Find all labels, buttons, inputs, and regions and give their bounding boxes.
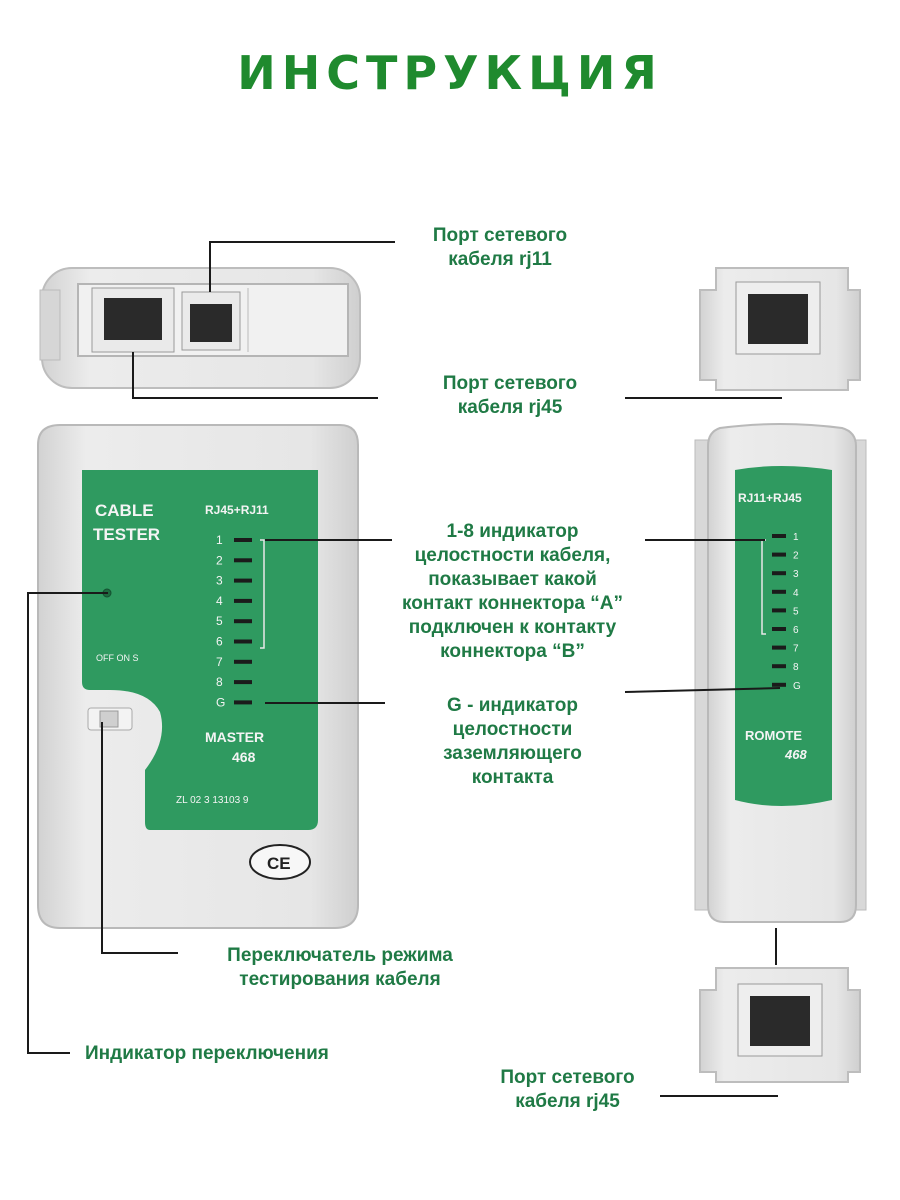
master-led bbox=[234, 598, 252, 603]
master-led-label: 5 bbox=[216, 614, 223, 628]
remote-led-label: 2 bbox=[793, 551, 799, 562]
master-led-label: 2 bbox=[216, 553, 223, 567]
leader-mode-switch bbox=[101, 722, 178, 954]
master-led-column: 1 2 3 4 5 6 7 8G bbox=[216, 533, 252, 709]
remote-led bbox=[772, 589, 786, 594]
label-rj45-line1: Порт сетевого bbox=[442, 373, 578, 394]
remote-led-label: 5 bbox=[793, 606, 799, 617]
master-led bbox=[234, 700, 252, 705]
remote-led-label: 8 bbox=[793, 662, 799, 673]
remote-led bbox=[772, 552, 786, 557]
remote-model-line1: ROMOTE bbox=[745, 728, 802, 743]
remote-led bbox=[772, 534, 786, 538]
label-indicator-g-line2: целостности bbox=[452, 719, 573, 740]
master-switch-label: OFF ON S bbox=[96, 653, 139, 663]
label-remote-rj45-line2: кабеля rj45 bbox=[515, 1091, 620, 1112]
label-rj11-port: Порт сетевого кабеля rj11 bbox=[400, 224, 600, 272]
master-led bbox=[234, 680, 252, 685]
remote-led-label: 6 bbox=[793, 625, 799, 636]
remote-device bbox=[694, 423, 867, 923]
label-indicator-1-8-line5: подключен к контакту bbox=[408, 617, 617, 638]
remote-led bbox=[772, 627, 786, 631]
leader-rj45 bbox=[132, 352, 378, 399]
label-indicator-1-8: 1-8 индикатор целостности кабеля, показы… bbox=[370, 520, 655, 664]
remote-led bbox=[772, 682, 786, 687]
master-led bbox=[234, 659, 252, 664]
label-switch-indicator: Индикатор переключения bbox=[85, 1042, 405, 1066]
label-remote-rj45-line1: Порт сетевого bbox=[500, 1067, 635, 1088]
master-led-label: 8 bbox=[216, 675, 223, 689]
master-led-label: 6 bbox=[216, 635, 223, 649]
remote-led-column: 1 2 3 4 5 6 7 8G bbox=[772, 532, 801, 692]
label-indicator-1-8-line2: целостности кабеля, bbox=[414, 545, 611, 566]
remote-model-line2: 468 bbox=[784, 747, 807, 762]
remote-top-view bbox=[699, 267, 861, 391]
remote-led-label: 3 bbox=[793, 569, 799, 580]
master-led bbox=[234, 619, 252, 624]
remote-led bbox=[772, 645, 786, 650]
leader-remote-led-g bbox=[624, 687, 781, 693]
remote-led-label: 4 bbox=[793, 588, 799, 599]
remote-led-label: G bbox=[793, 681, 801, 692]
remote-green-panel bbox=[735, 466, 832, 806]
master-device bbox=[37, 424, 359, 929]
label-rj45-port: Порт сетевого кабеля rj45 bbox=[410, 372, 610, 420]
master-led-label: 3 bbox=[216, 574, 223, 588]
master-brand-line2: TESTER bbox=[93, 525, 160, 544]
label-rj45-line2: кабеля rj45 bbox=[457, 397, 563, 418]
leader-lines bbox=[27, 241, 782, 1097]
master-led bbox=[234, 558, 252, 563]
ce-mark bbox=[249, 844, 311, 880]
label-indicator-1-8-line3: показывает какой bbox=[428, 569, 597, 590]
master-ports-label: RJ45+RJ11 bbox=[205, 503, 269, 517]
remote-led-label: 7 bbox=[793, 644, 799, 655]
remote-bottom-view bbox=[699, 967, 861, 1083]
master-led-label: 1 bbox=[216, 533, 223, 547]
label-rj11-line2: кабеля rj11 bbox=[448, 249, 552, 270]
label-indicator-g: G - индикатор целостности заземляющего к… bbox=[410, 694, 615, 790]
master-serial: ZL 02 3 13103 9 bbox=[176, 795, 249, 806]
label-remote-rj45-port: Порт сетевого кабеля rj45 bbox=[480, 1066, 655, 1114]
master-led bbox=[234, 578, 252, 583]
master-led-label: 7 bbox=[216, 655, 223, 669]
label-rj11-line1: Порт сетевого bbox=[432, 225, 568, 246]
remote-rj45-socket-top bbox=[748, 294, 808, 344]
master-top-view bbox=[39, 267, 361, 389]
label-indicator-1-8-line6: коннектора “B” bbox=[440, 641, 585, 662]
remote-ports-label: RJ11+RJ45 bbox=[738, 491, 802, 505]
master-green-panel bbox=[82, 470, 318, 830]
label-indicator-1-8-line1: 1-8 индикатор bbox=[446, 521, 579, 542]
label-switch-indicator-text: Индикатор переключения bbox=[85, 1043, 329, 1064]
remote-led-label: 1 bbox=[793, 532, 799, 543]
label-indicator-g-line4: контакта bbox=[471, 767, 554, 788]
label-indicator-g-line3: заземляющего bbox=[443, 743, 582, 764]
master-led bbox=[234, 538, 252, 542]
leader-switch-indicator bbox=[27, 592, 108, 1054]
master-brand-line1: CABLE bbox=[95, 501, 154, 520]
master-led-label: 4 bbox=[216, 594, 223, 608]
label-indicator-1-8-line4: контакт коннектора “A” bbox=[401, 593, 624, 614]
label-mode-switch-line2: тестирования кабеля bbox=[239, 969, 441, 990]
remote-led bbox=[772, 608, 786, 613]
label-mode-switch: Переключатель режима тестирования кабеля bbox=[190, 944, 490, 992]
remote-rj45-socket-bottom bbox=[750, 996, 810, 1046]
leader-rj11 bbox=[209, 241, 395, 292]
remote-led bbox=[772, 571, 786, 576]
master-model-line1: MASTER bbox=[205, 729, 264, 745]
master-model-line2: 468 bbox=[232, 749, 256, 765]
remote-led bbox=[772, 664, 786, 669]
master-led-label: G bbox=[216, 695, 225, 709]
page-title: ИНСТРУКЦИЯ bbox=[237, 46, 663, 100]
ce-mark-text: CE bbox=[267, 854, 291, 873]
label-indicator-g-line1: G - индикатор bbox=[447, 695, 578, 716]
label-mode-switch-line1: Переключатель режима bbox=[227, 945, 453, 966]
master-led bbox=[234, 639, 252, 644]
